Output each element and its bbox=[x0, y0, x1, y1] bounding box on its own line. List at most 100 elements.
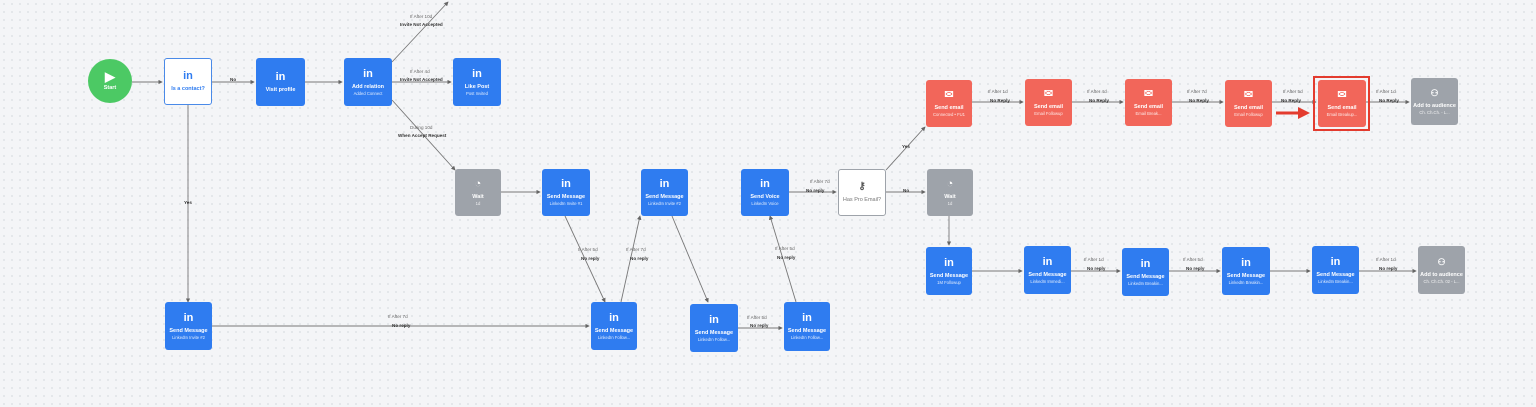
send-message-a-node[interactable]: in Send Message LinkedIn Invite #1 bbox=[542, 169, 590, 216]
linkedin-icon: in bbox=[609, 311, 619, 324]
edge-label: No reply bbox=[1186, 266, 1205, 271]
edge-label: Invite Not Accepted bbox=[400, 77, 443, 82]
send-message-r1-node[interactable]: in Send Message 1M Followup bbox=[926, 247, 972, 295]
wait-node-1[interactable]: ◔ Wait 1d bbox=[455, 169, 501, 216]
send-message-r5-node[interactable]: in Send Message LinkedIn Breakin... bbox=[1312, 246, 1359, 294]
clock-icon: ◔ bbox=[474, 178, 482, 190]
audience-icon: ⚇ bbox=[1437, 256, 1446, 267]
edge-label: No reply bbox=[392, 323, 411, 328]
highlight-frame bbox=[1313, 76, 1370, 131]
edge-label: Yes bbox=[184, 200, 192, 205]
linkedin-icon: in bbox=[561, 178, 571, 190]
linkedin-icon: in bbox=[183, 70, 193, 82]
linkedin-icon: in bbox=[659, 178, 670, 190]
edge-label: If After 5d bbox=[1283, 89, 1303, 94]
edge-label: During 10d bbox=[410, 125, 433, 130]
edge-label: No bbox=[903, 188, 910, 193]
send-message-r4-node[interactable]: in Send Message LinkedIn Breakin... bbox=[1222, 247, 1270, 295]
user-key-icon: ⚷ bbox=[858, 181, 866, 192]
edge-label: If After 1d bbox=[1376, 257, 1396, 262]
send-email-node-3[interactable]: ✉ Send email Email Break... bbox=[1125, 79, 1172, 126]
edge-label: If After 7d bbox=[810, 179, 830, 184]
edge-label: No reply bbox=[806, 188, 825, 193]
add-to-audience-node-2[interactable]: ⚇ Add to audience Ch. Ch.Ch. 02 - L... bbox=[1418, 246, 1465, 294]
linkedin-icon: in bbox=[709, 313, 719, 326]
edge-label: No Reply bbox=[1089, 98, 1109, 103]
edge-label: No Reply bbox=[1379, 98, 1399, 103]
edge-label: No Reply bbox=[1281, 98, 1301, 103]
envelope-icon: ✉ bbox=[1043, 88, 1054, 100]
edge-label: Invite Not Accepted bbox=[400, 22, 443, 27]
edge-label: No bbox=[230, 77, 237, 82]
linkedin-icon: in bbox=[944, 256, 954, 269]
linkedin-icon: in bbox=[363, 67, 373, 80]
red-arrow-icon bbox=[1276, 107, 1310, 119]
like-post-node[interactable]: in Like Post Post Invited bbox=[453, 58, 501, 106]
edge-label: If After 5d bbox=[1183, 257, 1203, 262]
linkedin-icon: in bbox=[472, 67, 482, 80]
start-node[interactable]: ▶ Start bbox=[88, 59, 132, 103]
edge-label: Yes bbox=[902, 144, 910, 149]
send-message-b-node[interactable]: in Send Message LinkedIn Invite #2 bbox=[641, 169, 688, 216]
edge-label: If After 1d bbox=[988, 89, 1008, 94]
envelope-icon: ✉ bbox=[1337, 89, 1347, 101]
edge-label: If After 1d bbox=[1376, 89, 1396, 94]
edge bbox=[620, 215, 642, 303]
linkedin-icon: in bbox=[1241, 256, 1251, 269]
edge bbox=[885, 126, 926, 171]
add-relation-node[interactable]: in Add relation Added Connect bbox=[344, 58, 392, 106]
send-message-mid2-node[interactable]: in Send Message LinkedIn Follow... bbox=[690, 304, 738, 352]
clock-icon: ◔ bbox=[946, 178, 954, 190]
edge-label: No Reply bbox=[1189, 98, 1209, 103]
send-message-mid1-node[interactable]: in Send Message LinkedIn Follow... bbox=[591, 302, 637, 350]
edge-label: If After 4d bbox=[1087, 89, 1107, 94]
edge-label: If After 10d bbox=[410, 14, 433, 19]
send-email-node-1[interactable]: ✉ Send email Connected • FU1 bbox=[926, 80, 972, 127]
linkedin-icon: in bbox=[1330, 255, 1341, 268]
edge-label: No reply bbox=[630, 256, 649, 261]
has-pro-email-condition[interactable]: ⚷ Has Pro Email? bbox=[838, 169, 886, 216]
envelope-icon: ✉ bbox=[1243, 89, 1254, 101]
play-icon: ▶ bbox=[105, 68, 115, 84]
edge-label: No reply bbox=[777, 255, 796, 260]
envelope-icon: ✉ bbox=[944, 89, 954, 101]
edge-label: If After 5d bbox=[775, 246, 795, 251]
send-voice-node[interactable]: in Send Voice LinkedIn Voice bbox=[741, 169, 789, 216]
edge-label: No reply bbox=[750, 323, 769, 328]
edge-label: When Accept Request bbox=[398, 133, 447, 138]
linkedin-icon: in bbox=[183, 311, 194, 324]
edge-label: No reply bbox=[1087, 266, 1106, 271]
wait-node-2[interactable]: ◔ Wait 1d bbox=[927, 169, 973, 216]
add-to-audience-node-1[interactable]: ⚇ Add to audience Ch. Ch.Ch. - L... bbox=[1411, 78, 1458, 125]
is-contact-condition[interactable]: in Is a contact? bbox=[164, 58, 212, 105]
audience-icon: ⚇ bbox=[1430, 88, 1439, 98]
linkedin-icon: in bbox=[1140, 257, 1151, 270]
send-email-node-2[interactable]: ✉ Send email Email Followup bbox=[1025, 79, 1072, 126]
edge-label: No Reply bbox=[990, 98, 1010, 103]
envelope-icon: ✉ bbox=[1143, 88, 1154, 100]
send-message-r2-node[interactable]: in Send Message LinkedIn Immedi... bbox=[1024, 246, 1071, 294]
visit-profile-node[interactable]: in Visit profile bbox=[256, 58, 305, 106]
send-email-node-5[interactable]: ✉ Send email Email Breakup... bbox=[1318, 80, 1366, 127]
linkedin-icon: in bbox=[802, 312, 812, 324]
edge bbox=[671, 215, 709, 303]
edge bbox=[768, 215, 797, 303]
edge bbox=[391, 1, 449, 63]
send-message-mid3-node[interactable]: in Send Message LinkedIn Follow... bbox=[784, 302, 830, 351]
edge-label: If After 7d bbox=[626, 247, 646, 252]
edge-label: No reply bbox=[581, 256, 600, 261]
edge-label: If After 5d bbox=[747, 315, 767, 320]
send-message-left-node[interactable]: in Send Message LinkedIn Invite #2 bbox=[165, 302, 212, 350]
send-email-node-4[interactable]: ✉ Send email Email Followup bbox=[1225, 80, 1272, 127]
linkedin-icon: in bbox=[760, 178, 770, 190]
edge-label: If After 7d bbox=[388, 314, 408, 319]
edge-label: If After 7d bbox=[1187, 89, 1207, 94]
linkedin-icon: in bbox=[1042, 255, 1053, 268]
edge-label: If After 5d bbox=[578, 247, 598, 252]
edge bbox=[391, 99, 456, 171]
linkedin-icon: in bbox=[275, 70, 286, 83]
edge-label: No reply bbox=[1379, 266, 1398, 271]
send-message-r3-node[interactable]: in Send Message LinkedIn Breakin... bbox=[1122, 248, 1169, 296]
